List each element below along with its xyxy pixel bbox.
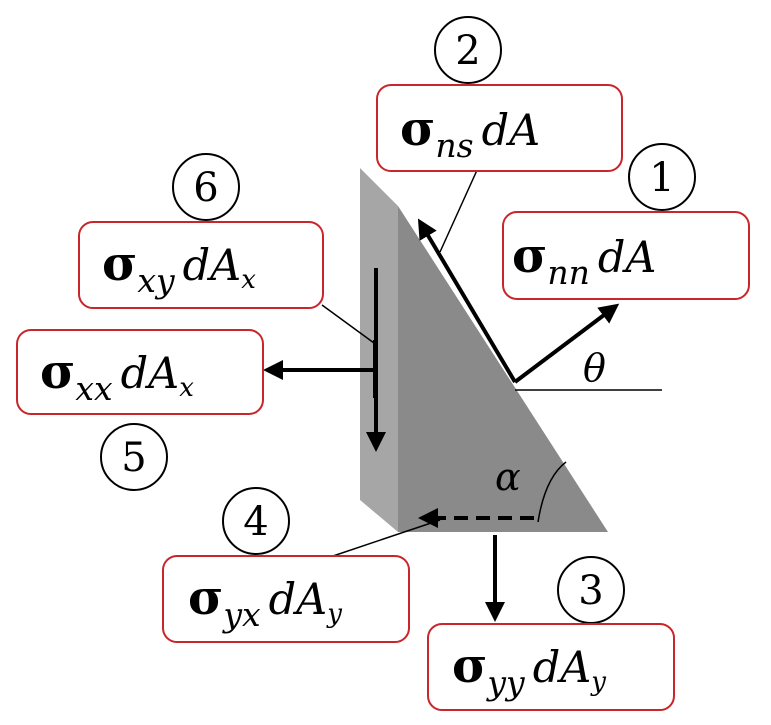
number-2: 2: [455, 28, 480, 74]
number-5: 5: [121, 435, 146, 481]
box-sigma-yy: [427, 623, 675, 711]
number-circle-6: [172, 153, 240, 221]
box-sigma-ns: [376, 84, 623, 172]
alpha-arc: [537, 461, 567, 523]
sigma-nn-arrow: [513, 303, 620, 384]
wedge-front-face: [398, 206, 608, 532]
number-4: 4: [243, 499, 268, 545]
alpha-label: α: [495, 455, 521, 499]
box-sigma-nn: [502, 211, 750, 300]
box-sigma-xx: [16, 329, 264, 415]
box-sigma-yx: [162, 555, 410, 643]
number-circle-2: [434, 16, 502, 84]
wedge-side-face: [360, 168, 398, 532]
leader-line-2: [439, 167, 479, 253]
theta-label: θ: [583, 346, 606, 390]
sigma-ns-arrow: [417, 218, 517, 384]
number-circle-5: [100, 423, 168, 491]
box-sigma-xy: [78, 221, 324, 309]
leader-line-6: [321, 304, 375, 344]
number-circle-1: [628, 143, 696, 211]
number-6: 6: [193, 165, 218, 211]
number-1: 1: [649, 155, 674, 201]
leader-line-4: [332, 519, 441, 557]
number-circle-4: [222, 487, 290, 555]
number-3: 3: [578, 568, 603, 614]
